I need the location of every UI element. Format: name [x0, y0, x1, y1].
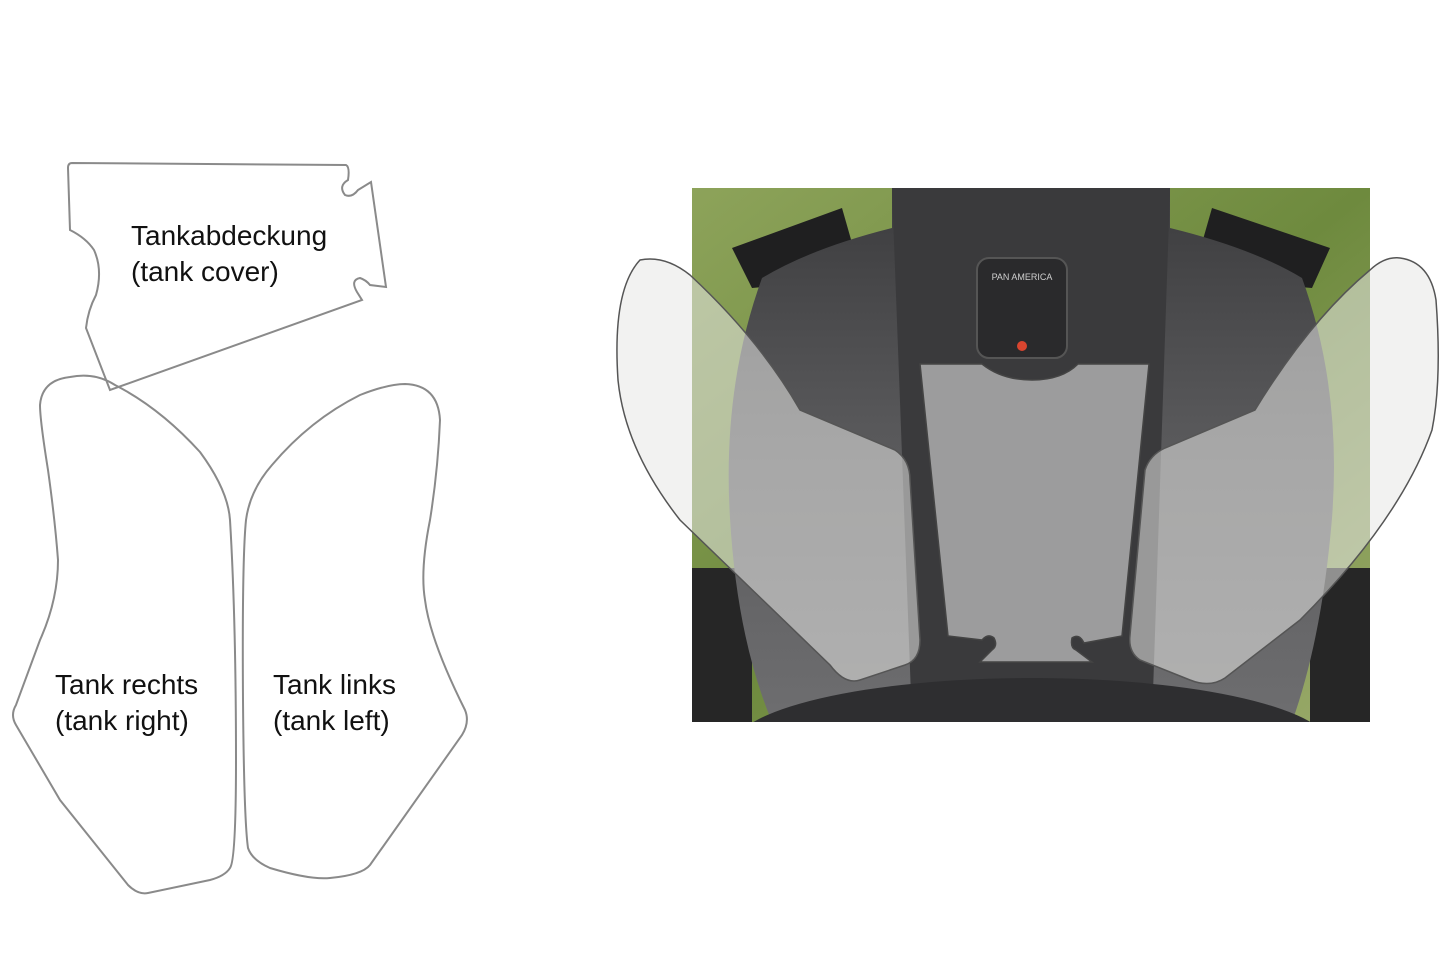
tank-left-label-en: (tank left)	[273, 705, 390, 736]
tank-right-label: Tank rechts (tank right)	[55, 667, 198, 739]
film-center-overlay	[919, 363, 1150, 663]
tank-right-label-en: (tank right)	[55, 705, 189, 736]
tank-left-label-de: Tank links	[273, 669, 396, 700]
tank-left-outline	[241, 382, 468, 880]
tank-right-label-de: Tank rechts	[55, 669, 199, 700]
brand-badge-text: PAN AMERICA	[992, 272, 1053, 282]
tank-cover-label-de: Tankabdeckung	[131, 220, 328, 251]
photo-illustration: PAN AMERICA	[692, 188, 1370, 722]
tank-left-label: Tank links (tank left)	[273, 667, 396, 739]
tank-right-outline	[12, 374, 238, 895]
tank-cover-label: Tankabdeckung (tank cover)	[131, 218, 327, 290]
tank-cover-outline	[66, 161, 388, 392]
brand-logo-icon	[1017, 341, 1027, 351]
motorcycle-tank-photo: PAN AMERICA	[692, 188, 1370, 722]
tank-cover-label-en: (tank cover)	[131, 256, 279, 287]
